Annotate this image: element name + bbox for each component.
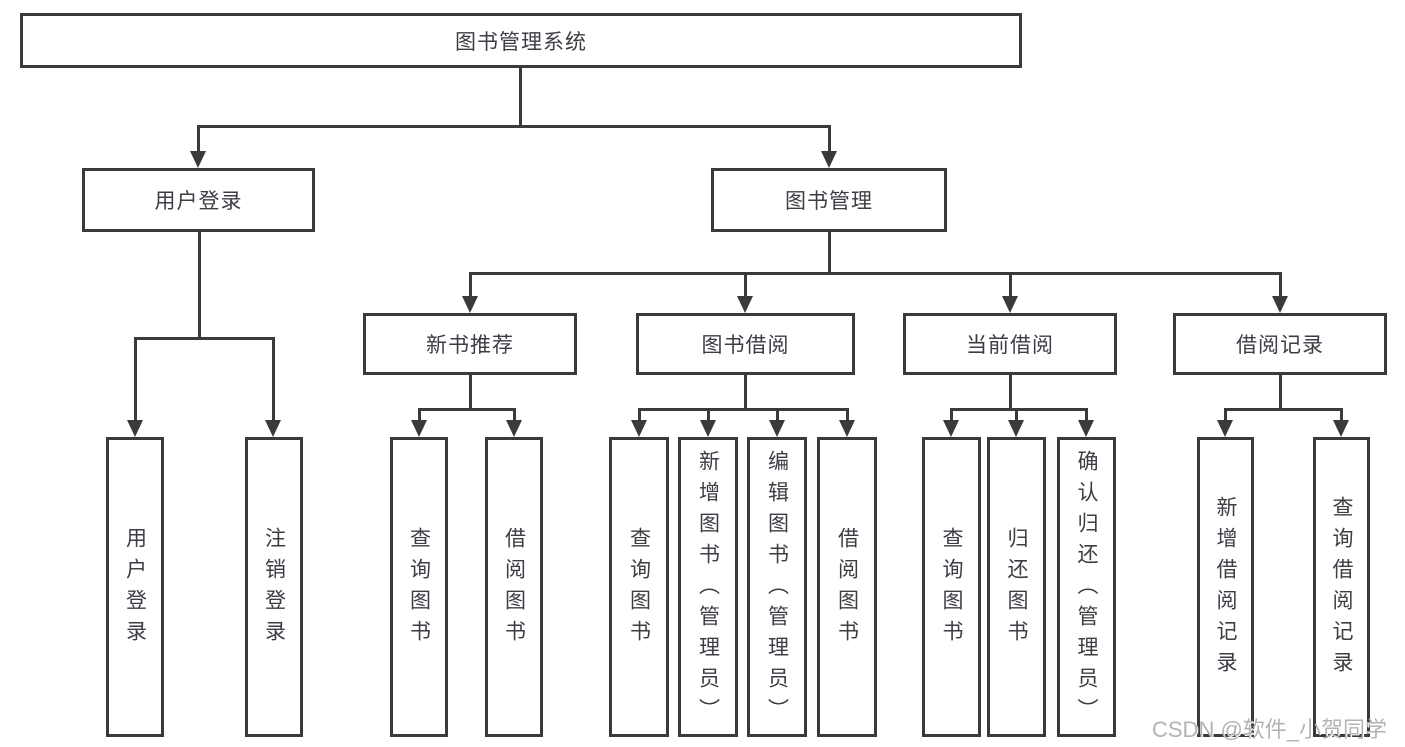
arrow-down-icon (769, 420, 785, 437)
connector-line (1009, 272, 1012, 297)
leaf-recommend-borrow-book: 借阅图书 (485, 437, 543, 737)
arrow-down-icon (943, 420, 959, 437)
arrow-down-icon (821, 151, 837, 168)
node-book-management: 图书管理 (711, 168, 947, 232)
leaf-return-book: 归还图书 (987, 437, 1046, 737)
connector-line (776, 408, 779, 421)
leaf-edit-book-admin: 编辑图书（管理员） (747, 437, 807, 737)
arrow-down-icon (1008, 420, 1024, 437)
leaf-query-borrow-record: 查询借阅记录 (1313, 437, 1370, 737)
connector-line (1224, 408, 1227, 421)
node-borrowing-records: 借阅记录 (1173, 313, 1387, 375)
leaf-add-borrow-record: 新增借阅记录 (1197, 437, 1254, 737)
connector-line (1279, 375, 1282, 411)
leaf-user-login: 用户登录 (106, 437, 164, 737)
arrow-down-icon (190, 151, 206, 168)
node-new-book-recommend: 新书推荐 (363, 313, 577, 375)
arrow-down-icon (1272, 296, 1288, 313)
connector-line (828, 232, 831, 275)
arrow-down-icon (411, 420, 427, 437)
leaf-logout: 注销登录 (245, 437, 303, 737)
leaf-borrowing-query-book: 查询图书 (609, 437, 669, 737)
node-book-borrowing: 图书借阅 (636, 313, 855, 375)
arrow-down-icon (462, 296, 478, 313)
arrow-down-icon (265, 420, 281, 437)
connector-line (197, 125, 831, 128)
arrow-down-icon (1078, 420, 1094, 437)
connector-line (744, 375, 747, 411)
connector-line (1279, 272, 1282, 297)
connector-line (744, 272, 747, 297)
leaf-confirm-return-admin: 确认归还（管理员） (1057, 437, 1116, 737)
arrow-down-icon (127, 420, 143, 437)
watermark: CSDN @软件_小贺同学 (1152, 717, 1388, 742)
connector-line (272, 337, 275, 421)
connector-line (469, 272, 1282, 275)
arrow-down-icon (737, 296, 753, 313)
arrow-down-icon (1333, 420, 1349, 437)
connector-line (846, 408, 849, 421)
connector-line (469, 375, 472, 411)
connector-line (950, 408, 1088, 411)
connector-line (197, 125, 200, 152)
connector-line (513, 408, 516, 421)
connector-line (418, 408, 516, 411)
arrow-down-icon (1002, 296, 1018, 313)
arrow-down-icon (700, 420, 716, 437)
leaf-current-query-book: 查询图书 (922, 437, 981, 737)
connector-line (1340, 408, 1343, 421)
node-current-borrowing: 当前借阅 (903, 313, 1117, 375)
connector-line (1015, 408, 1018, 421)
connector-line (828, 125, 831, 152)
connector-line (134, 337, 275, 340)
leaf-recommend-query-book: 查询图书 (390, 437, 448, 737)
arrow-down-icon (839, 420, 855, 437)
connector-line (638, 408, 641, 421)
connector-line (707, 408, 710, 421)
connector-line (950, 408, 953, 421)
connector-line (638, 408, 849, 411)
connector-line (198, 232, 201, 340)
connector-line (519, 68, 522, 126)
leaf-add-book-admin: 新增图书（管理员） (678, 437, 738, 737)
connector-line (1224, 408, 1343, 411)
connector-line (134, 337, 137, 421)
connector-line (1085, 408, 1088, 421)
leaf-borrowing-borrow-book: 借阅图书 (817, 437, 877, 737)
arrow-down-icon (631, 420, 647, 437)
arrow-down-icon (506, 420, 522, 437)
node-library-management-system: 图书管理系统 (20, 13, 1022, 68)
connector-line (1009, 375, 1012, 411)
arrow-down-icon (1217, 420, 1233, 437)
node-user-login: 用户登录 (82, 168, 315, 232)
connector-line (469, 272, 472, 297)
connector-line (418, 408, 421, 421)
